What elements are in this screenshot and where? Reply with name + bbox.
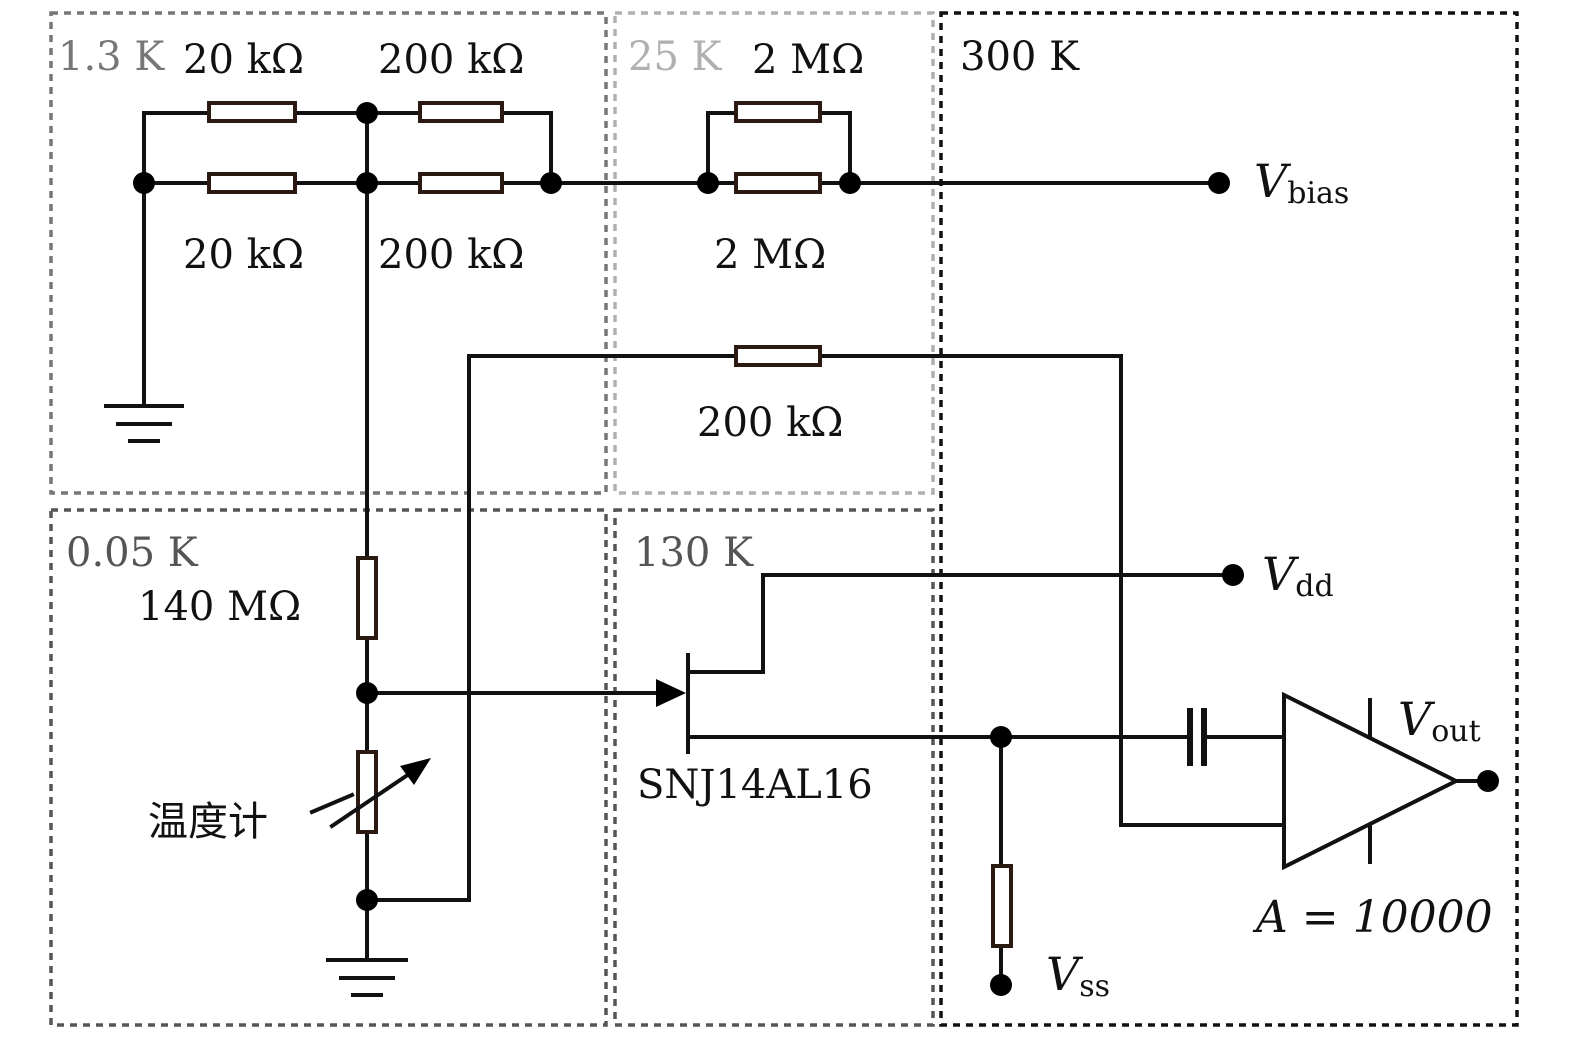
terminal-vdd-label: Vdd (1262, 547, 1334, 604)
resistor-2m-top (734, 101, 822, 123)
ground-icon (326, 958, 408, 997)
terminal-vout-label: Vout (1398, 692, 1481, 749)
jfet-gate-arrow-icon (656, 679, 686, 707)
zone-label-130k: 130 K (634, 530, 754, 576)
zone-label-0-05k: 0.05 K (66, 530, 199, 576)
resistor-vss (991, 864, 1013, 948)
zone-25k-box (613, 11, 935, 495)
variable-arrow-icon (329, 758, 431, 829)
resistor-2m-bottom (734, 172, 822, 194)
resistor-200k-feedback (734, 345, 822, 367)
label-20k-bottom: 20 kΩ (183, 232, 304, 278)
zone-label-25k: 25 K (628, 34, 723, 80)
thermometer-pointer (309, 792, 355, 815)
junction-nodes (133, 102, 1499, 996)
label-200k-top: 200 kΩ (378, 37, 524, 83)
amplifier-triangle-icon (1282, 691, 1461, 871)
zone-130k-box (613, 508, 935, 1027)
resistor-200k-bottom (418, 172, 504, 194)
zone-300k-box (939, 11, 1519, 1027)
zone-1-3k-box (49, 11, 608, 495)
zone-label-1-3k: 1.3 K (58, 34, 165, 80)
label-2m-top: 2 MΩ (752, 37, 864, 83)
label-20k-top: 20 kΩ (183, 37, 304, 83)
label-200k-feedback: 200 kΩ (697, 400, 843, 446)
terminal-vbias-label: Vbias (1254, 154, 1349, 211)
resistor-20k-bottom (207, 172, 297, 194)
label-2m-bottom: 2 MΩ (714, 232, 826, 278)
zone-label-300k: 300 K (960, 34, 1080, 80)
thermometer-label: 温度计 (148, 799, 268, 845)
terminal-vss-label: Vss (1046, 947, 1110, 1004)
resistor-20k-top (207, 101, 297, 123)
label-140m: 140 MΩ (138, 584, 301, 630)
resistor-140m (356, 556, 378, 640)
label-200k-bottom: 200 kΩ (378, 232, 524, 278)
jfet-label: SNJ14AL16 (637, 762, 873, 808)
ground-icon (104, 404, 184, 443)
zone-0-05k-box (49, 508, 608, 1027)
resistor-200k-top (418, 101, 504, 123)
thermometer-resistor (356, 750, 378, 834)
amplifier-gain-label: A = 10000 (1252, 892, 1493, 943)
